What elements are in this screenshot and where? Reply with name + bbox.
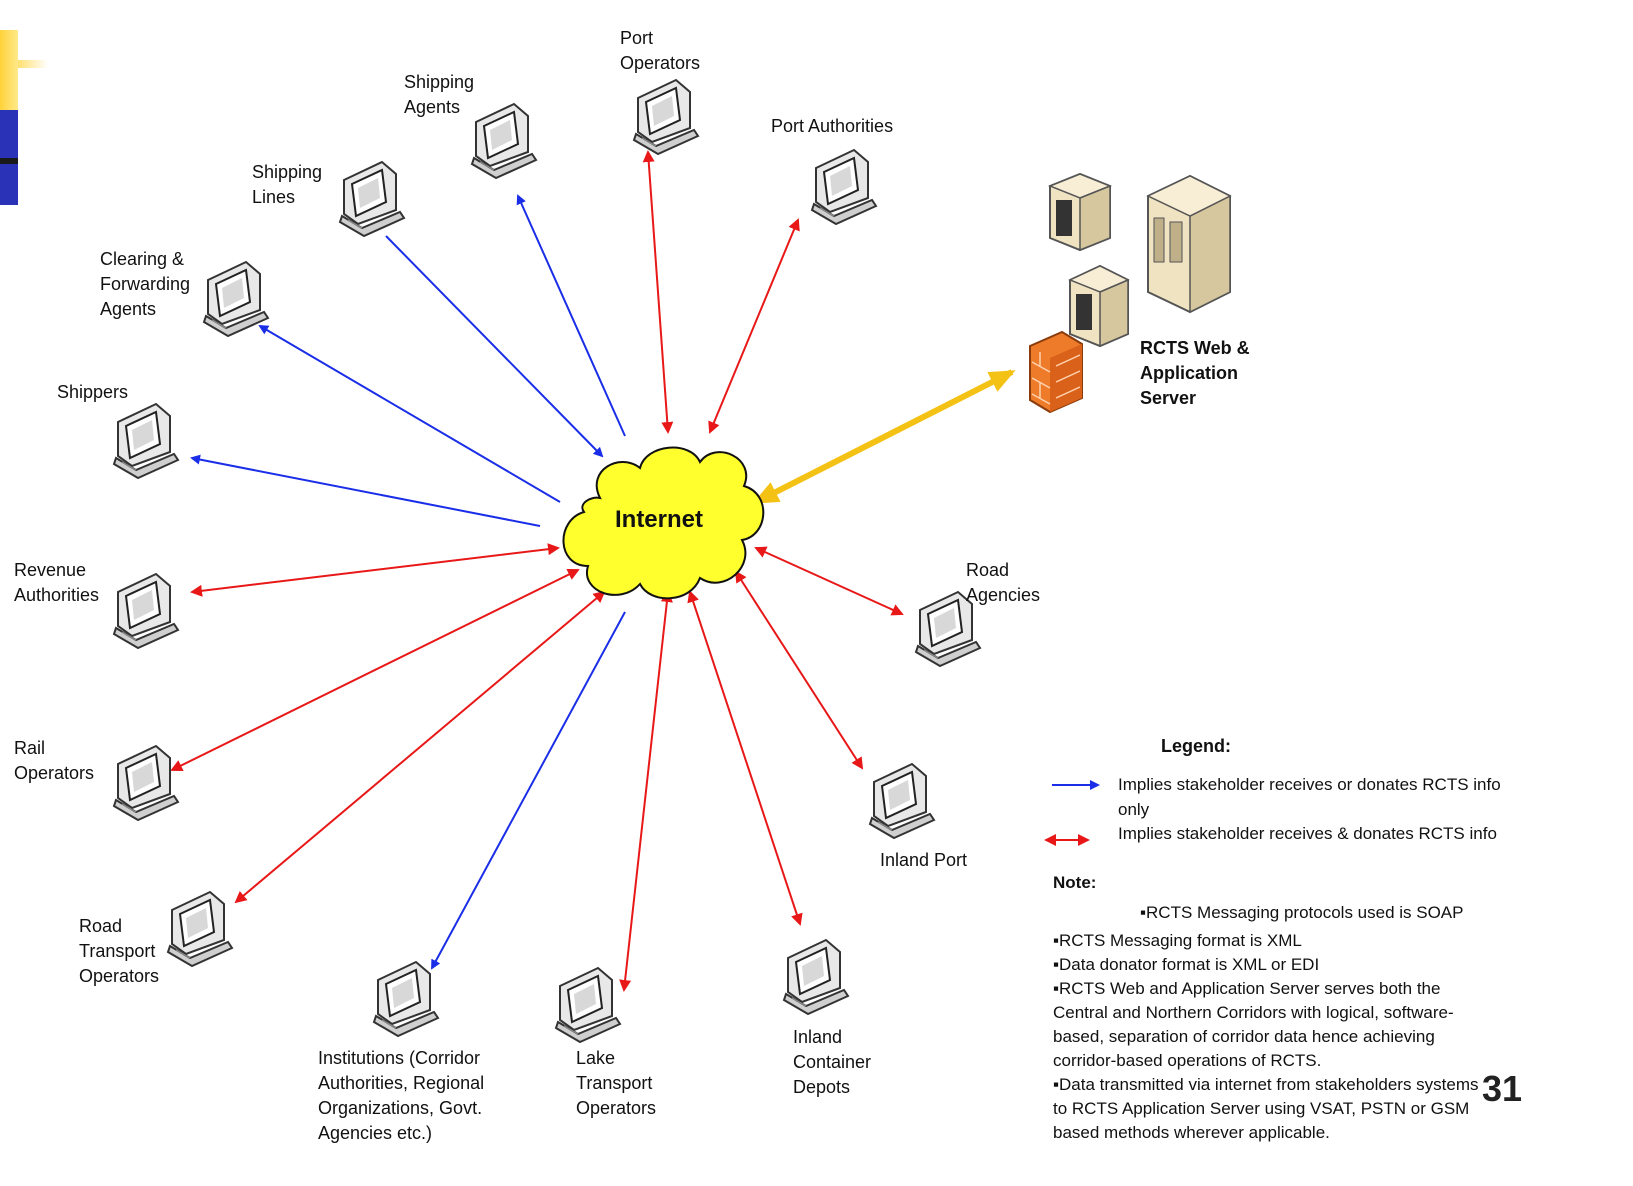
rail-operators-computer-icon — [113, 745, 179, 821]
lake-transport-operators-computer-icon — [555, 967, 621, 1043]
legend-title: Legend: — [1161, 736, 1231, 756]
label-port-operators: Port Operators — [620, 28, 701, 73]
link-road-agencies — [754, 546, 904, 616]
link-server — [752, 369, 1016, 505]
label-rail-operators: Rail Operators — [14, 738, 95, 783]
internet-label: Internet — [615, 506, 703, 533]
label-port-authorities: Port Authorities — [771, 116, 894, 136]
legend-one-way-text: Implies stakeholder receives or donates … — [1118, 775, 1501, 819]
link-shippers — [190, 454, 541, 527]
label-shippers: Shippers — [57, 382, 129, 402]
note-title: Note: — [1053, 873, 1097, 892]
note-line: ▪RCTS Web and Application Server serves … — [1053, 979, 1441, 998]
link-clearing-forwarding-agents — [258, 324, 561, 503]
label-inland-port: Inland Port — [880, 850, 968, 870]
link-inland-port — [734, 570, 864, 770]
page-number: 31 — [1482, 1068, 1523, 1109]
port-operators-computer-icon — [633, 79, 699, 155]
server-label: RCTS Web & Application Server — [1140, 338, 1250, 408]
shipping-agents-computer-icon — [471, 103, 537, 179]
internet-cloud: Internet — [562, 446, 765, 600]
firewall-icon — [1029, 330, 1083, 414]
server-group — [1029, 172, 1232, 414]
revenue-authorities-computer-icon — [113, 573, 179, 649]
label-institutions: Institutions (Corridor Authorities, Regi… — [318, 1048, 485, 1143]
connection-lines — [170, 150, 1016, 992]
server-icon — [1047, 172, 1113, 252]
label-shipping-lines: Shipping Lines — [252, 162, 323, 207]
server-icon-2 — [1068, 264, 1130, 348]
link-institutions — [431, 611, 626, 970]
link-road-transport-operators — [234, 590, 606, 904]
note-line: ▪RCTS Messaging format is XML — [1053, 931, 1302, 950]
note-line: ▪Data transmitted via internet from stak… — [1053, 1075, 1479, 1094]
label-road-transport-operators: Road Transport Operators — [79, 916, 160, 986]
institutions-computer-icon — [373, 961, 439, 1037]
note-line: ▪RCTS Messaging protocols used is SOAP — [1140, 903, 1464, 922]
note-line: to RCTS Application Server using VSAT, P… — [1053, 1099, 1470, 1118]
link-revenue-authorities — [190, 543, 560, 597]
shipping-lines-computer-icon — [339, 161, 405, 237]
link-lake-transport-operators — [619, 590, 673, 992]
label-shipping-agents: Shipping Agents — [404, 72, 475, 117]
link-shipping-lines — [385, 235, 604, 458]
note-line: based, separation of corridor data hence… — [1053, 1027, 1435, 1046]
computer-icons — [113, 79, 981, 1043]
note-line: corridor-based operations of RCTS. — [1053, 1051, 1322, 1070]
note-line: based methods wherever applicable. — [1053, 1123, 1330, 1142]
inland-port-computer-icon — [869, 763, 935, 839]
tower-server-icon — [1146, 174, 1232, 314]
link-rail-operators — [170, 569, 580, 771]
inland-container-depots-computer-icon — [783, 939, 849, 1015]
legend-bidirectional-text: Implies stakeholder receives & donates R… — [1118, 824, 1497, 843]
link-port-operators — [642, 150, 674, 434]
link-inland-container-depots — [687, 590, 803, 926]
link-shipping-agents — [516, 194, 626, 437]
shippers-computer-icon — [113, 403, 179, 479]
road-transport-operators-computer-icon — [167, 891, 233, 967]
note-line: Central and Northern Corridors with logi… — [1053, 1003, 1454, 1022]
label-revenue-authorities: Revenue Authorities — [14, 560, 100, 605]
label-road-agencies: Road Agencies — [966, 560, 1041, 605]
note-line: ▪Data donator format is XML or EDI — [1053, 955, 1320, 974]
label-lake-transport-operators: Lake Transport Operators — [576, 1048, 657, 1118]
label-inland-container-depots: Inland Container Depots — [793, 1027, 872, 1097]
port-authorities-computer-icon — [811, 149, 877, 225]
label-clearing-forwarding-agents: Clearing & Forwarding Agents — [100, 249, 191, 319]
slide-corner-decoration — [0, 30, 48, 205]
link-port-authorities — [708, 218, 800, 434]
clearing-forwarding-agents-computer-icon — [203, 261, 269, 337]
